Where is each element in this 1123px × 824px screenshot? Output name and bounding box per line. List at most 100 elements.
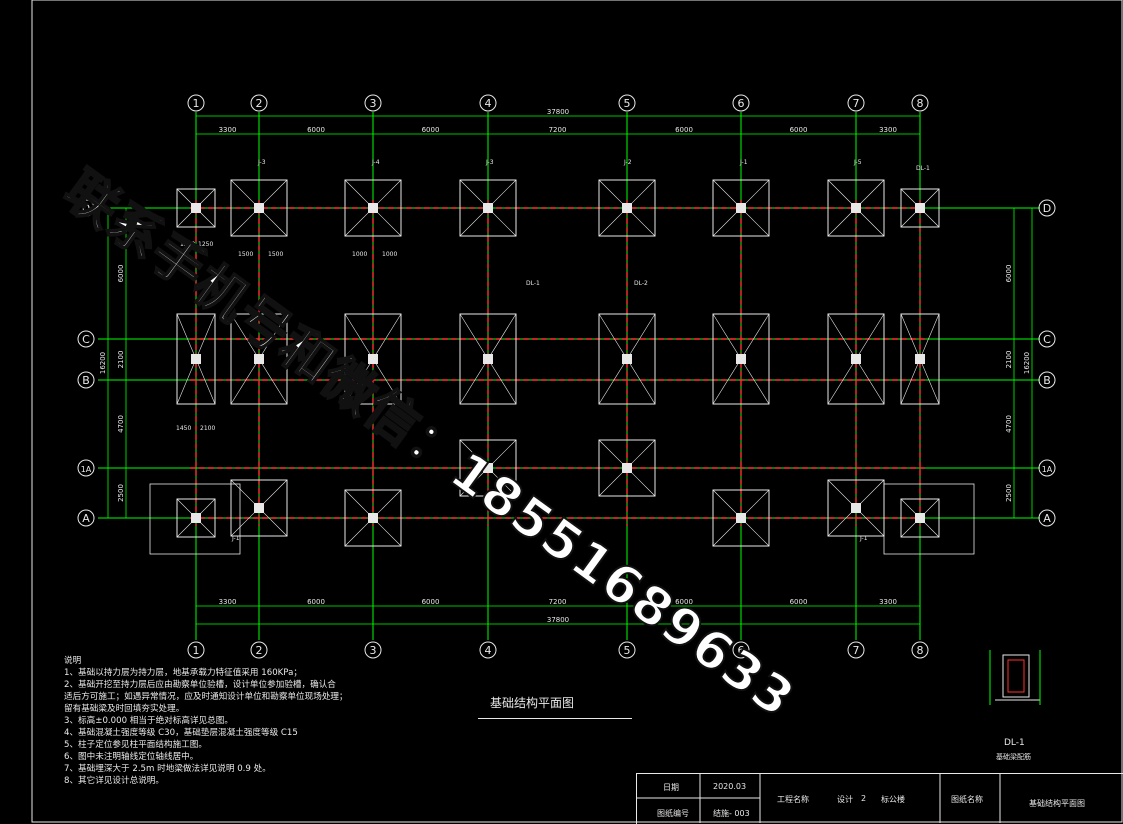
axis-bubble-1: 1 xyxy=(187,641,205,659)
axis-bubble-ring xyxy=(732,94,750,112)
footing-dim: 1250 xyxy=(180,241,195,248)
axis-bubble-2: 2 xyxy=(250,641,268,659)
footing-outline xyxy=(176,188,216,228)
footing-outline xyxy=(900,188,940,228)
axis-bubble-label: 4 xyxy=(485,644,492,657)
axis-bubble-ring xyxy=(732,641,750,659)
footing xyxy=(459,313,517,405)
axis-bubble-ring xyxy=(911,94,929,112)
column xyxy=(191,513,201,523)
axis-bubble-ring xyxy=(618,641,636,659)
axis-bubble-1A: 1A xyxy=(77,459,95,477)
axis-bubble-ring xyxy=(364,94,382,112)
footing-outline xyxy=(459,179,517,237)
axis-bubble-label: 5 xyxy=(624,644,631,657)
note-line: 8、其它详见设计总说明。 xyxy=(64,776,164,786)
drawing-no-label: 图纸编号 xyxy=(657,809,689,818)
column xyxy=(191,354,201,364)
axis-bubble-label: 1 xyxy=(193,644,200,657)
footing-dim: 2100 xyxy=(200,425,215,432)
footing xyxy=(598,313,656,405)
dim-right-value: 4700 xyxy=(1005,415,1013,433)
axis-bubble-ring xyxy=(187,94,205,112)
axis-bubble-2: 2 xyxy=(250,94,268,112)
axis-bubble-B: B xyxy=(77,371,95,389)
column xyxy=(483,203,493,213)
column xyxy=(254,503,264,513)
axis-bubble-5: 5 xyxy=(618,641,636,659)
note-line: 3、标高±0.000 相当于绝对标高详见总图。 xyxy=(64,716,233,726)
footing xyxy=(827,313,885,405)
axis-bubble-5: 5 xyxy=(618,94,636,112)
note-line: 6、图中未注明轴线定位轴线居中。 xyxy=(64,752,199,762)
date-value: 2020.03 xyxy=(713,782,747,791)
dim-right-value: 2100 xyxy=(1005,351,1013,369)
dim-bottom-value: 6000 xyxy=(790,598,808,606)
axis-bubble-label: 8 xyxy=(917,97,924,110)
dim-top-value: 6000 xyxy=(790,126,808,134)
footing-label: J-1 xyxy=(859,535,868,542)
axis-bubble-ring xyxy=(1038,459,1056,477)
drawing-no-value: 结施- 003 xyxy=(713,809,750,818)
column xyxy=(483,354,493,364)
footing-outline xyxy=(598,439,656,497)
note-line: 5、柱子定位参见柱平面结构施工图。 xyxy=(64,740,207,750)
axis-bubble-label: A xyxy=(82,512,90,525)
axis-bubble-label: 3 xyxy=(370,644,377,657)
footing-outline xyxy=(176,498,216,538)
axis-bubble-D: D xyxy=(77,199,95,217)
column xyxy=(483,463,493,473)
title-block: 日期 2020.03 图纸编号 结施- 003 工程名称 设计 2 标公楼 图纸… xyxy=(636,773,1123,824)
footing-outline xyxy=(230,479,288,537)
footing-label: J-3 xyxy=(485,159,494,166)
note-line: 留有基础梁及时回填夯实处理。 xyxy=(64,704,185,714)
column xyxy=(736,203,746,213)
design-extra: 标公楼 xyxy=(881,795,905,804)
footing-outline xyxy=(900,498,940,538)
axis-bubble-7: 7 xyxy=(847,94,865,112)
axis-bubble-label: 1A xyxy=(81,465,92,474)
footing-label: J-1 xyxy=(231,535,240,542)
note-line: 2、基础开挖至持力层后应由勘察单位验槽，设计单位参加验槽，确认合 xyxy=(64,680,336,690)
footing-label: DL-1 xyxy=(916,165,930,172)
project-label: 工程名称 xyxy=(777,795,809,804)
footing-outline xyxy=(827,179,885,237)
column xyxy=(622,463,632,473)
corner-detail xyxy=(883,483,975,555)
footing xyxy=(230,179,288,237)
axis-bubble-ring xyxy=(911,641,929,659)
dim-bottom-value: 3300 xyxy=(219,598,237,606)
axis-bubble-4: 4 xyxy=(479,94,497,112)
footing xyxy=(900,498,940,538)
column xyxy=(622,203,632,213)
title-block-lines xyxy=(636,773,1001,823)
footing-outline xyxy=(344,179,402,237)
dim-right-value: 6000 xyxy=(1005,265,1013,283)
dim-bottom-value: 7200 xyxy=(549,598,567,606)
axis-bubble-label: 6 xyxy=(738,97,745,110)
footing-outline xyxy=(712,489,770,547)
footing-label: J-2 xyxy=(623,159,632,166)
section-title: DL-1 基础梁配筋 xyxy=(996,738,1031,761)
column xyxy=(736,513,746,523)
column xyxy=(915,513,925,523)
axis-bubble-label: 2 xyxy=(256,97,263,110)
footing-dim: 1000 xyxy=(352,251,367,258)
column xyxy=(851,354,861,364)
footing-label: DL-1 xyxy=(526,280,540,287)
footing xyxy=(712,313,770,405)
design-value: 2 xyxy=(861,794,867,803)
section-detail-dl1 xyxy=(989,650,1041,705)
axis-bubble-label: A xyxy=(1043,512,1051,525)
date-label: 日期 xyxy=(663,783,679,792)
axis-bubble-label: 2 xyxy=(256,644,263,657)
footing xyxy=(827,179,885,237)
dim-left-value: 2500 xyxy=(117,484,125,502)
footing xyxy=(459,179,517,237)
footing-dim: 1250 xyxy=(198,241,213,248)
footing-outline xyxy=(598,313,656,405)
dim-top-value: 7200 xyxy=(549,126,567,134)
dim-top-value: 6000 xyxy=(675,126,693,134)
